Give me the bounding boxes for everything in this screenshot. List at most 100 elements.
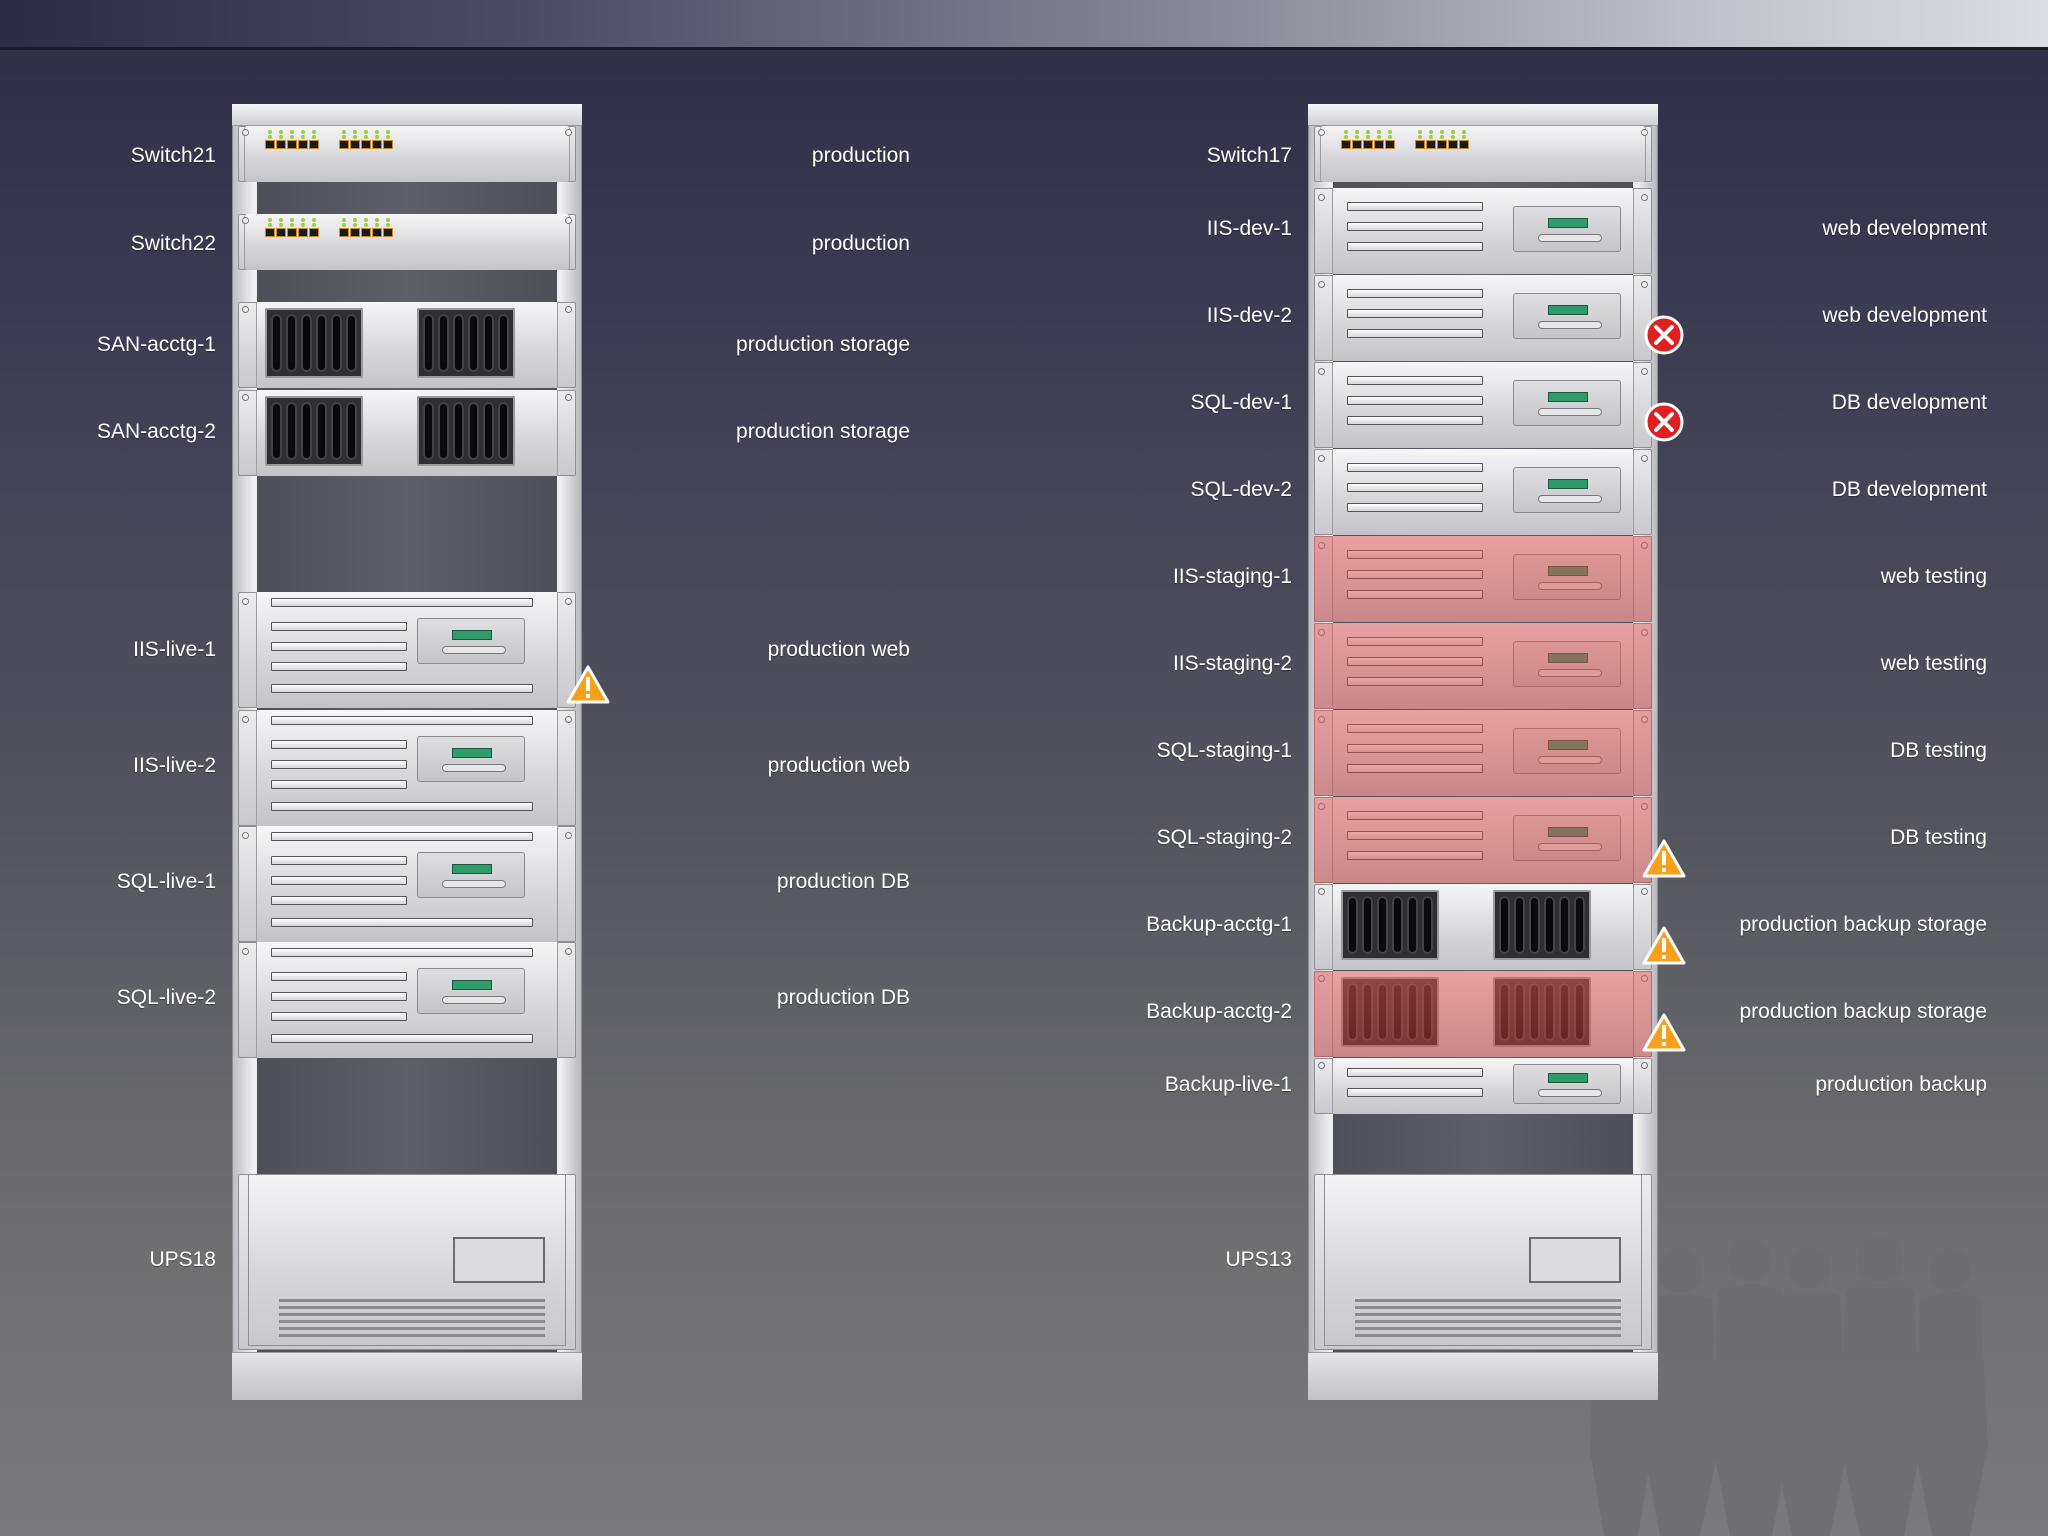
drive-bay: [265, 308, 363, 378]
ups-face: [1324, 1174, 1642, 1346]
device-name-label: IIS-staging-1: [1172, 565, 1292, 588]
control-panel: [417, 968, 525, 1014]
switch-face: [244, 214, 570, 270]
backup-live-1-unit[interactable]: [1314, 1058, 1652, 1114]
device-role-label: production storage: [736, 420, 910, 443]
device-name-label: IIS-staging-2: [1172, 652, 1292, 675]
iis-live-2-unit[interactable]: [238, 710, 576, 826]
device-name-label: SQL-dev-2: [1190, 478, 1292, 501]
device-name-label: SQL-staging-1: [1156, 739, 1292, 762]
drive-bay: [417, 396, 515, 466]
people-silhouette-icon: [1590, 1237, 1988, 1536]
drive-bay: [1341, 890, 1439, 960]
sql-dev-1-unit[interactable]: [1314, 362, 1652, 448]
device-name-label: SQL-live-1: [116, 870, 216, 893]
control-panel: [1513, 641, 1621, 687]
device-name-label: Backup-live-1: [1164, 1073, 1292, 1096]
control-panel: [417, 736, 525, 782]
ups-control-panel: [453, 1237, 545, 1283]
switch-face: [1320, 126, 1646, 182]
device-name-label: SQL-live-2: [116, 986, 216, 1009]
iis-dev-2-unit[interactable]: [1314, 275, 1652, 361]
control-panel: [1513, 293, 1621, 339]
iis-live-1-unit[interactable]: [238, 592, 576, 708]
device-name-label: SQL-dev-1: [1190, 391, 1292, 414]
control-panel: [1513, 815, 1621, 861]
ups-face: [248, 1174, 566, 1346]
device-role-label: production web: [767, 638, 910, 661]
sql-staging-2-unit[interactable]: [1314, 797, 1652, 883]
sql-live-2-unit[interactable]: [238, 942, 576, 1058]
device-name-label: Switch22: [130, 232, 216, 255]
backup-acctg-2-unit[interactable]: [1314, 971, 1652, 1057]
device-role-label: web testing: [1880, 652, 1987, 675]
switch17-unit[interactable]: [1314, 126, 1652, 182]
device-role-label: DB development: [1831, 391, 1987, 414]
rack-top: [232, 104, 582, 126]
device-role-label: production backup storage: [1739, 1000, 1988, 1023]
device-role-label: production: [811, 144, 910, 167]
san-acctg-2-unit[interactable]: [238, 390, 576, 476]
device-role-label: production DB: [776, 986, 910, 1009]
drive-bay: [1493, 890, 1591, 960]
drive-bay: [265, 396, 363, 466]
device-name-label: UPS18: [149, 1248, 216, 1271]
iis-staging-1-unit[interactable]: [1314, 536, 1652, 622]
error-icon[interactable]: [1642, 314, 1686, 356]
device-name-label: Backup-acctg-2: [1146, 1000, 1292, 1023]
device-role-label: web development: [1822, 217, 1987, 240]
sql-staging-1-unit[interactable]: [1314, 710, 1652, 796]
switch22-unit[interactable]: [238, 214, 576, 270]
control-panel: [417, 618, 525, 664]
ups13-unit[interactable]: [1314, 1174, 1652, 1350]
warning-icon[interactable]: [566, 664, 610, 706]
device-name-label: SAN-acctg-2: [96, 420, 216, 443]
device-name-label: IIS-dev-1: [1206, 217, 1292, 240]
device-name-label: IIS-live-1: [133, 638, 216, 661]
backup-acctg-1-unit[interactable]: [1314, 884, 1652, 970]
control-panel: [1513, 380, 1621, 426]
control-panel: [1513, 1064, 1621, 1104]
rack-bottom: [1308, 1352, 1658, 1400]
device-role-label: production storage: [736, 333, 910, 356]
control-panel: [1513, 554, 1621, 600]
device-role-label: web testing: [1880, 565, 1987, 588]
drive-bay: [417, 308, 515, 378]
rack-top: [1308, 104, 1658, 126]
device-name-label: UPS13: [1225, 1248, 1292, 1271]
device-role-label: production backup storage: [1739, 913, 1988, 936]
sql-dev-2-unit[interactable]: [1314, 449, 1652, 535]
title-bar: [0, 0, 2048, 50]
ups-control-panel: [1529, 1237, 1621, 1283]
device-name-label: Switch21: [130, 144, 216, 167]
switch21-unit[interactable]: [238, 126, 576, 182]
device-name-label: SQL-staging-2: [1156, 826, 1292, 849]
control-panel: [1513, 728, 1621, 774]
warning-icon[interactable]: [1642, 925, 1686, 967]
device-role-label: DB testing: [1890, 826, 1987, 849]
ups18-unit[interactable]: [238, 1174, 576, 1350]
device-role-label: production: [811, 232, 910, 255]
device-role-label: production DB: [776, 870, 910, 893]
right-rack: [1308, 104, 1658, 1400]
iis-staging-2-unit[interactable]: [1314, 623, 1652, 709]
san-acctg-1-unit[interactable]: [238, 302, 576, 388]
device-name-label: IIS-dev-2: [1206, 304, 1292, 327]
warning-icon[interactable]: [1642, 1012, 1686, 1054]
device-role-label: production web: [767, 754, 910, 777]
control-panel: [1513, 206, 1621, 252]
device-name-label: Backup-acctg-1: [1146, 913, 1292, 936]
switch-face: [244, 126, 570, 182]
drive-bay: [1493, 977, 1591, 1047]
iis-dev-1-unit[interactable]: [1314, 188, 1652, 274]
control-panel: [1513, 467, 1621, 513]
warning-icon[interactable]: [1642, 838, 1686, 880]
device-role-label: DB testing: [1890, 739, 1987, 762]
device-role-label: DB development: [1831, 478, 1987, 501]
control-panel: [417, 852, 525, 898]
device-name-label: Switch17: [1206, 144, 1292, 167]
sql-live-1-unit[interactable]: [238, 826, 576, 942]
device-name-label: SAN-acctg-1: [96, 333, 216, 356]
drive-bay: [1341, 977, 1439, 1047]
error-icon[interactable]: [1642, 401, 1686, 443]
